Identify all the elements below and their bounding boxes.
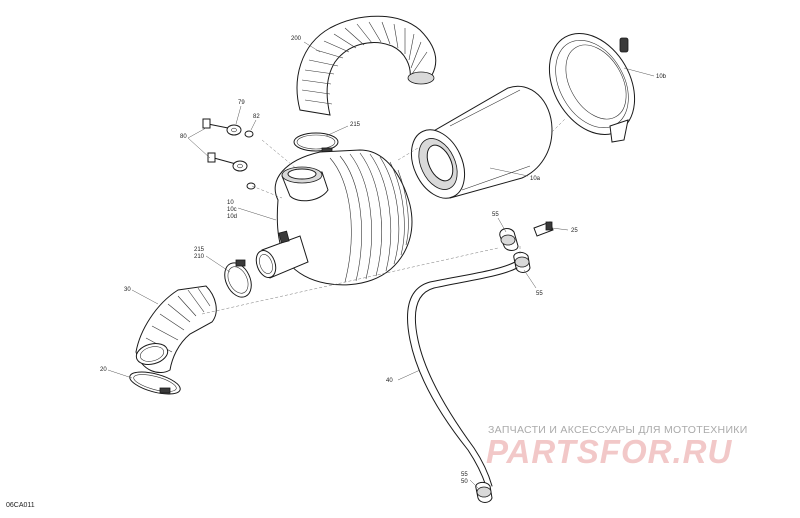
callout-25: 25	[571, 228, 578, 234]
assembly-lines	[201, 117, 567, 315]
lower-duct-30	[135, 285, 217, 374]
callout-10a: 10a	[530, 176, 541, 182]
callout-55-middle: 55	[536, 291, 543, 297]
callout-210: 210	[194, 254, 205, 260]
callout-20: 20	[100, 367, 107, 373]
callout-80: 80	[180, 134, 187, 140]
drain-hose-40	[407, 261, 518, 503]
filter-element-10a	[410, 85, 553, 199]
callout-79: 79	[238, 100, 245, 106]
callout-215-upper: 215	[350, 122, 361, 128]
callout-10c: 10c	[227, 207, 237, 213]
callout-55-lower: 55	[461, 472, 468, 478]
bolts-washers	[202, 118, 256, 190]
callout-40: 40	[386, 378, 393, 384]
callout-82: 82	[253, 114, 260, 120]
clamp-20	[129, 371, 181, 395]
callout-200: 200	[291, 36, 302, 42]
callout-10d: 10d	[227, 214, 237, 220]
clamp-215-210-lower	[224, 259, 252, 298]
watermark-tagline: ЗАПЧАСТИ И АКСЕССУАРЫ ДЛЯ МОТОТЕХНИКИ	[488, 424, 748, 436]
air-box-housing-10	[255, 149, 413, 286]
figure-code: 06CA011	[6, 502, 35, 509]
upper-duct-200	[296, 15, 437, 116]
callout-215-lower: 215	[194, 247, 205, 253]
clamp-215-upper	[293, 132, 339, 154]
callout-50: 50	[461, 479, 468, 485]
watermark-logo: PARTSFOR.RU	[486, 433, 733, 470]
callout-labels: 200 79 80 82 215 10 10c 10d 10a 10b 215 …	[100, 36, 667, 485]
leader-lines	[107, 41, 655, 489]
end-cover-10b	[548, 33, 636, 143]
callout-10: 10	[227, 200, 234, 206]
callout-10b: 10b	[656, 74, 667, 80]
callout-30: 30	[124, 287, 131, 293]
callout-55-upper: 55	[492, 212, 499, 218]
fittings-55-25	[499, 221, 554, 273]
